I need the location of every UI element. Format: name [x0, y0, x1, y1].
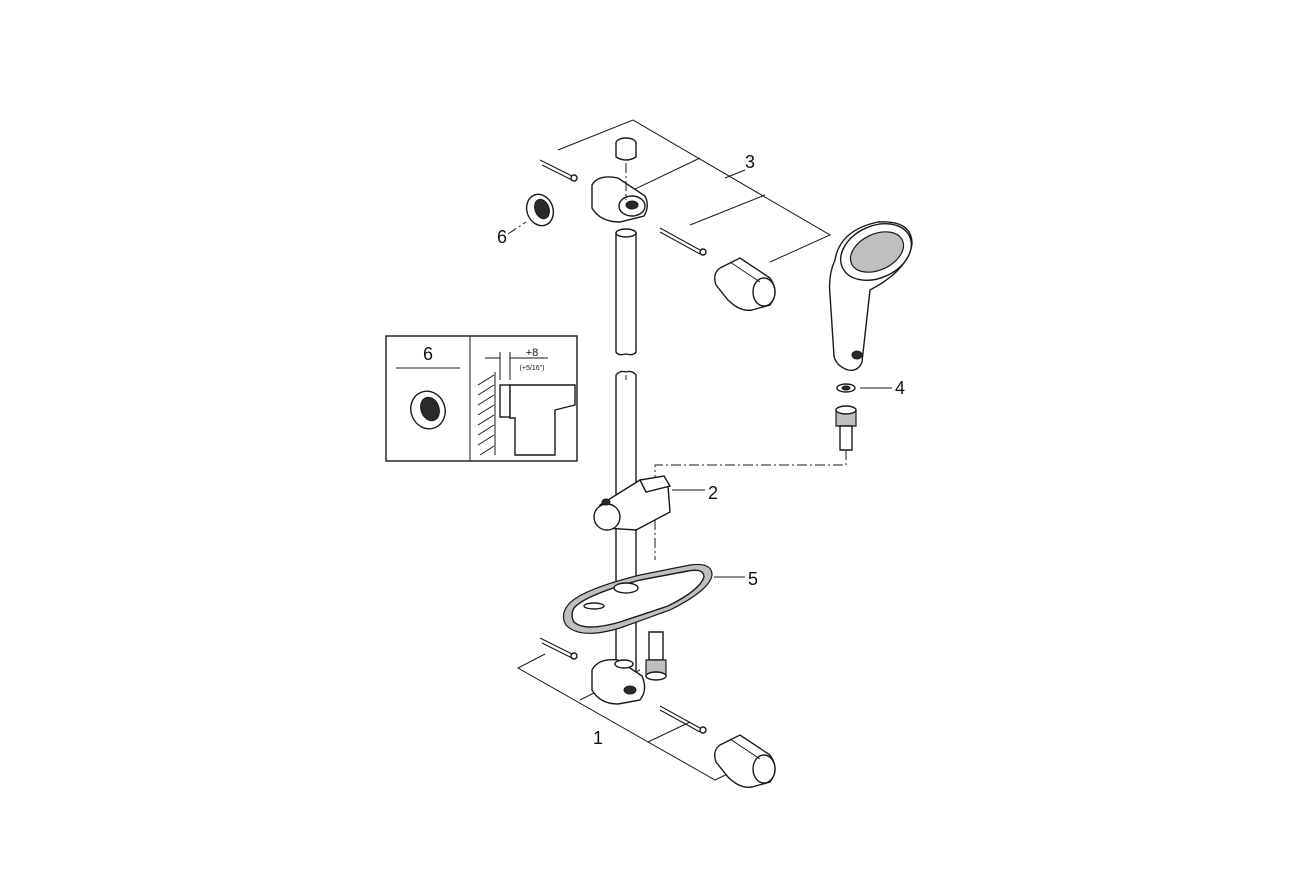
bottom-cover-cap: [713, 734, 776, 788]
top-screw: [659, 227, 707, 256]
slider-2: [593, 475, 705, 560]
washer-4: [836, 383, 892, 393]
hose-dash-line: [654, 450, 847, 480]
soap-dish-5: [562, 563, 745, 634]
slide-rail: [615, 228, 637, 701]
detail-label: 6: [423, 344, 433, 364]
bottom-rail-holder: [591, 659, 646, 705]
wall-hatch: [477, 372, 496, 456]
callout-1: 1: [593, 728, 603, 748]
callout-3: 3: [745, 152, 755, 172]
detail-dimension-imperial: (+5/16"): [520, 365, 545, 372]
callout-6: 6: [497, 227, 507, 247]
hose-nut: [835, 405, 857, 451]
callout-4: 4: [895, 378, 905, 398]
bottom-wall-plug: [539, 637, 578, 660]
callout-2: 2: [708, 483, 718, 503]
detail-box: 6 +8 (+5/16"): [385, 335, 578, 462]
bracket-3: [557, 119, 832, 263]
top-cover-cap: [713, 257, 776, 311]
callout-5: 5: [748, 569, 758, 589]
spacer-ring-6: [507, 193, 555, 235]
hand-shower: [828, 221, 913, 372]
bottom-screw: [659, 705, 707, 734]
top-rail-holder: [591, 163, 648, 223]
detail-dimension: +8: [526, 347, 539, 359]
hose-connector: [645, 631, 667, 681]
top-wall-plug: [539, 159, 578, 182]
rail-end-cap: [615, 137, 637, 161]
